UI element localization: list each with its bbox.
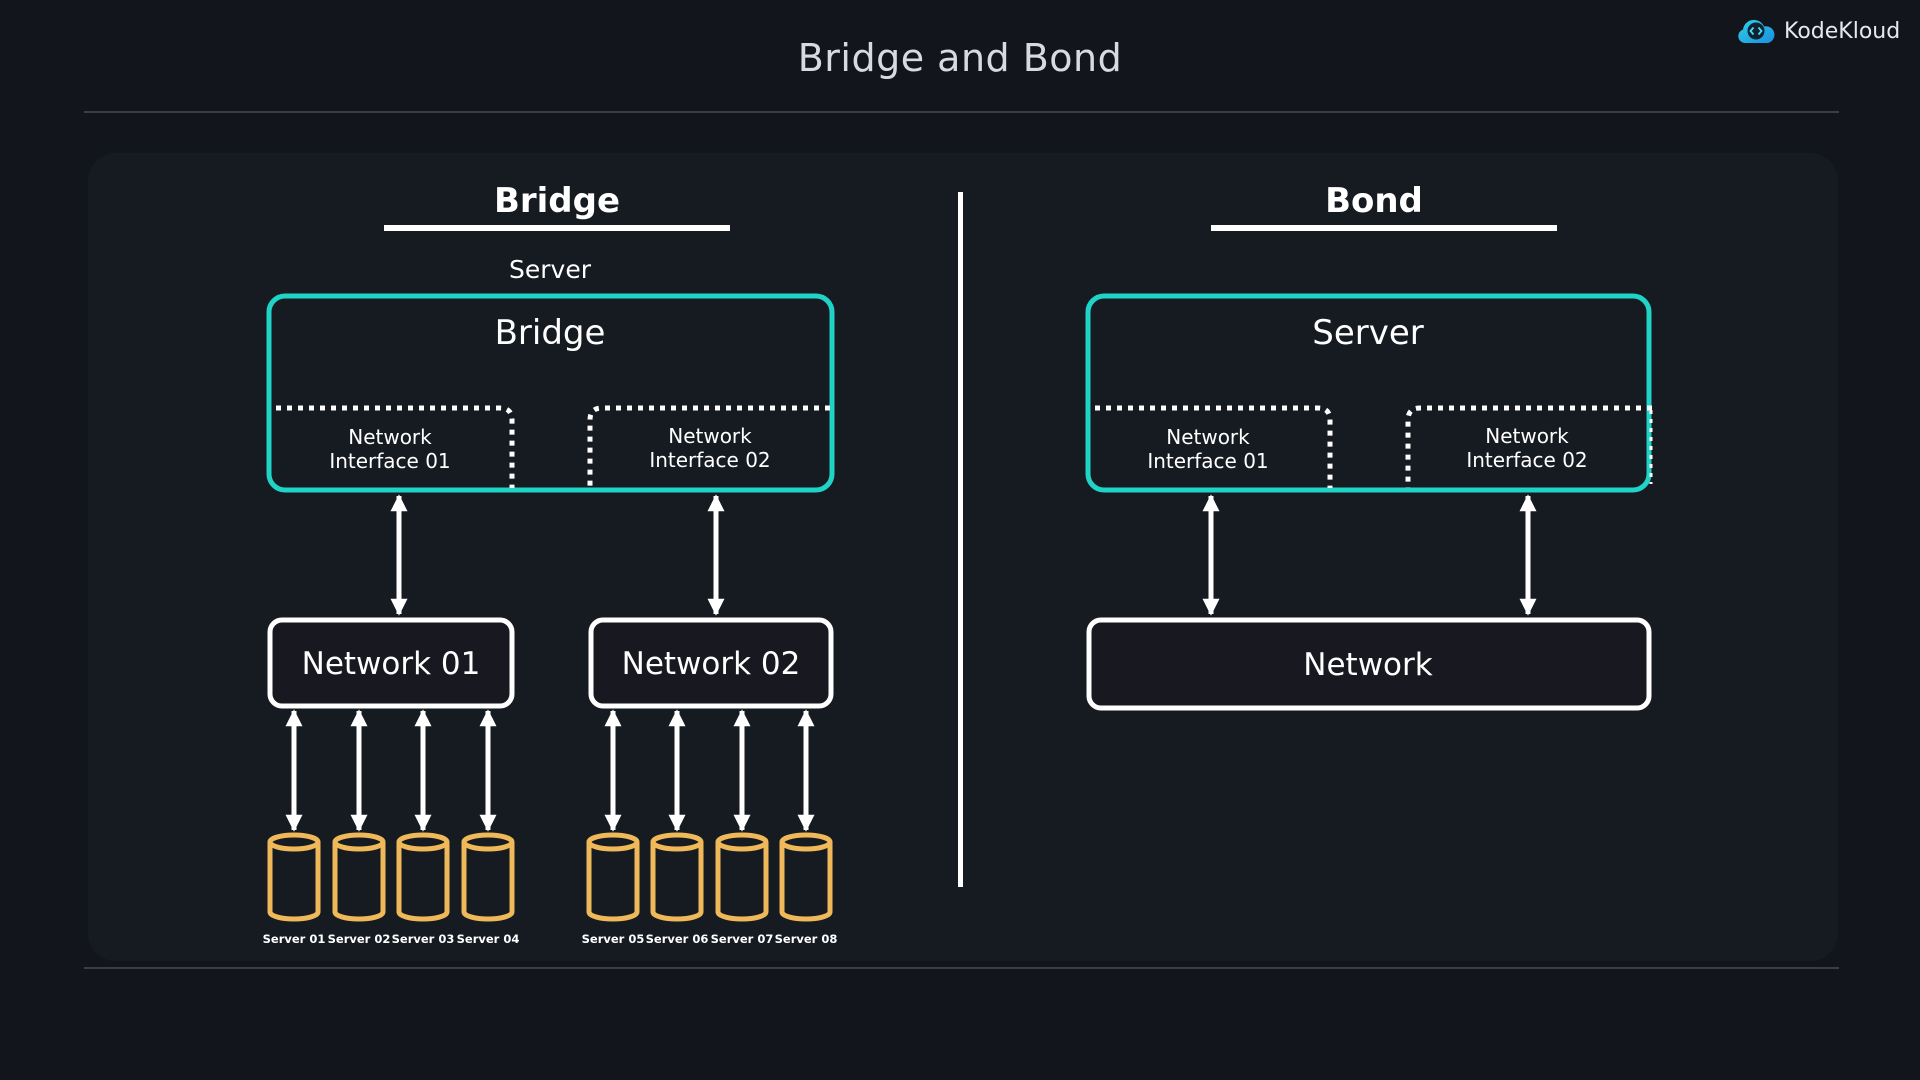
server-node: Server 01 [263,709,326,946]
bridge-interface-02-label-line2: Interface 02 [649,448,770,472]
bridge-interface-01-label-line2: Interface 01 [329,449,450,473]
server-label: Server 03 [392,932,455,946]
server-label: Server 01 [263,932,326,946]
server-cylinder-icon [779,832,833,922]
bond-network-box [1086,617,1652,711]
bond-interface-02-label-line2: Interface 02 [1466,448,1587,472]
top-divider-line [84,111,1839,113]
server-node: Server 06 [646,709,709,946]
bridge-box-title: Bridge [495,313,606,353]
server-node: Server 03 [392,709,455,946]
bond-interface-01-label-line1: Network [1166,425,1250,449]
bridge-heading: Bridge [494,181,620,221]
bridge-interface-02-label-line1: Network [668,424,752,448]
brand-logo: KodeKloud [1736,14,1900,48]
bond-server-box-title: Server [1312,313,1424,353]
server-label: Server 08 [775,932,838,946]
server-node: Server 02 [328,709,391,946]
bond-section: Bond Server Network Interface 01 Network… [1085,181,1653,711]
bridge-interface-01-outline [276,405,515,488]
network-02-label: Network 02 [622,646,801,682]
bridge-section: Bridge Server Bridge Network Interface 0… [263,181,838,946]
bond-interface-01-outline [1095,405,1333,488]
bond-heading-underline [1211,225,1557,231]
section-divider [958,192,963,887]
server-node: Server 05 [582,709,645,946]
server-label: Server 07 [711,932,774,946]
bond-server-box [1085,293,1652,493]
bridge-heading-underline [384,225,730,231]
slide-title: Bridge and Bond [797,36,1123,80]
server-cylinder-icon [332,832,386,922]
network-01-box [267,617,515,709]
bond-interface-01-label-line2: Interface 01 [1147,449,1268,473]
bottom-divider-line [84,967,1839,969]
server-node: Server 04 [457,709,520,946]
server-label: Server 02 [328,932,391,946]
server-label: Server 06 [646,932,709,946]
bond-heading: Bond [1325,181,1423,221]
bridge-server-label: Server [509,255,592,284]
server-label: Server 05 [582,932,645,946]
server-cylinder-icon [715,832,769,922]
server-cylinder-icon [650,832,704,922]
bond-interface-02-outline [1405,405,1652,488]
server-cylinder-icon [267,832,321,922]
server-cylinder-icon [396,832,450,922]
server-cylinder-icon [461,832,515,922]
cloud-code-icon [1738,19,1775,43]
server-label: Server 04 [457,932,520,946]
network-02-box [588,617,834,709]
bond-network-label: Network [1303,647,1432,683]
bond-interface-02-label-line1: Network [1485,424,1569,448]
bridge-box [266,293,835,493]
brand-name: KodeKloud [1784,18,1901,44]
bridge-interface-01-label-line1: Network [348,425,432,449]
network-01-label: Network 01 [302,646,481,682]
server-node: Server 07 [711,709,774,946]
server-cylinder-icon [586,832,640,922]
server-node: Server 08 [775,709,838,946]
